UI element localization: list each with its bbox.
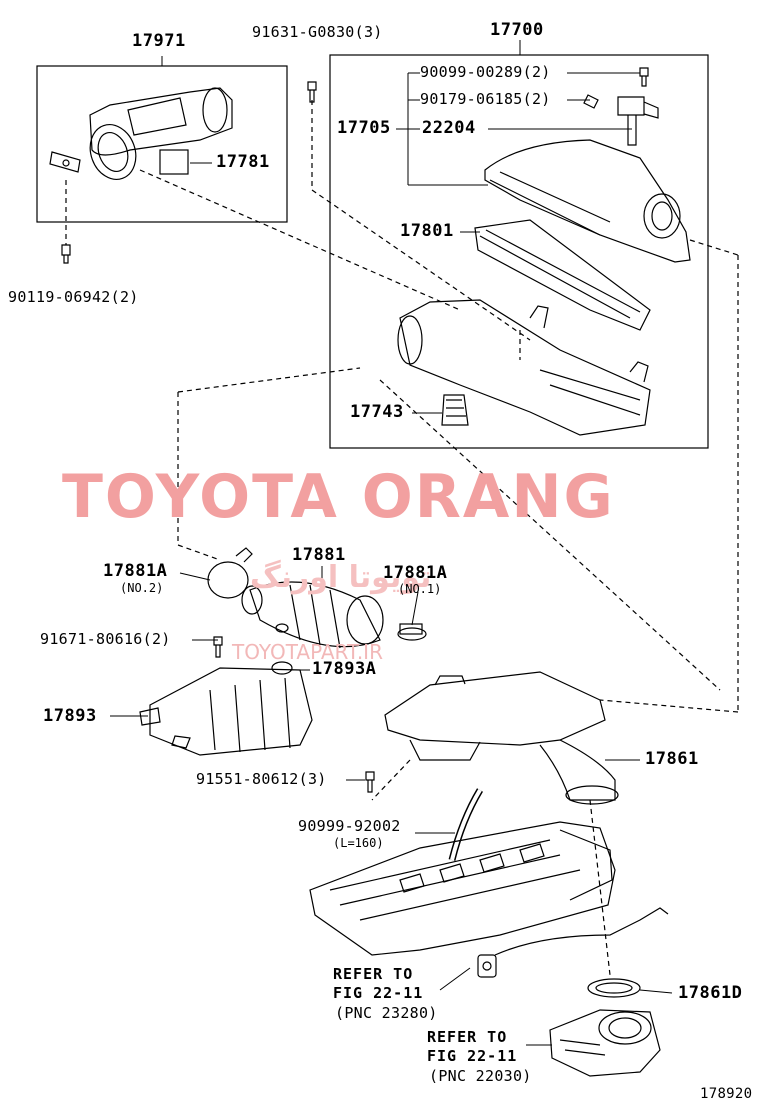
label-91551: 91551-80612(3) bbox=[196, 770, 327, 788]
label-22204: 22204 bbox=[422, 118, 476, 138]
label-90119: 90119-06942(2) bbox=[8, 288, 139, 306]
block-17781 bbox=[159, 149, 189, 175]
air-cleaner-case bbox=[397, 299, 651, 436]
watermark-arabic: تویوتا اورنگ bbox=[250, 560, 432, 595]
filter-element-17801 bbox=[474, 219, 651, 331]
cylinder-head-cover bbox=[309, 821, 616, 956]
label-17700: 17700 bbox=[490, 20, 544, 40]
refer-1-line2[interactable]: FIG 22-11 bbox=[333, 984, 424, 1002]
figure-number: 178920 bbox=[700, 1086, 753, 1102]
gasket-17861d-inner bbox=[595, 982, 633, 994]
ring-17893a bbox=[271, 661, 293, 675]
sensor-wire bbox=[477, 907, 669, 978]
label-17705: 17705 bbox=[337, 118, 391, 138]
label-17881a-no1: 17881A bbox=[383, 563, 448, 583]
label-17881a-no1-sub: (NO.1) bbox=[398, 582, 442, 596]
label-17893a: 17893A bbox=[312, 659, 377, 679]
label-17781: 17781 bbox=[216, 152, 270, 172]
clamp-tab bbox=[235, 547, 253, 563]
label-17743: 17743 bbox=[350, 402, 404, 422]
label-90999: 90999-92002 bbox=[298, 817, 401, 835]
refer-1-line3: (PNC 23280) bbox=[335, 1004, 438, 1022]
air-cleaner-cover-17705 bbox=[484, 139, 691, 263]
label-17881a-no2-sub: (NO.2) bbox=[120, 581, 164, 595]
sensor-22204 bbox=[617, 96, 659, 146]
hose-17743 bbox=[441, 394, 469, 426]
label-17801: 17801 bbox=[400, 221, 454, 241]
label-17893: 17893 bbox=[43, 706, 97, 726]
assembly-lines bbox=[65, 100, 739, 976]
air-inlet-17861 bbox=[384, 671, 619, 805]
throttle-body bbox=[549, 1009, 661, 1077]
label-17881a-no2: 17881A bbox=[103, 561, 168, 581]
refer-2-line1[interactable]: REFER TO bbox=[427, 1028, 508, 1046]
label-91671: 91671-80616(2) bbox=[40, 630, 171, 648]
label-90999-sub: (L=160) bbox=[333, 836, 384, 850]
label-17861: 17861 bbox=[645, 749, 699, 769]
refer-1-line1[interactable]: REFER TO bbox=[333, 965, 414, 983]
label-17971: 17971 bbox=[132, 31, 186, 51]
label-91631: 91631-G0830(3) bbox=[252, 23, 383, 41]
bolts bbox=[61, 67, 649, 793]
box-17700 bbox=[329, 54, 709, 449]
box-17971 bbox=[36, 65, 288, 223]
clamp-17881a-no2 bbox=[207, 561, 249, 599]
intake-duct-17971 bbox=[49, 87, 233, 180]
label-17861d: 17861D bbox=[678, 983, 743, 1003]
label-90099-a: 90099-00289(2) bbox=[420, 63, 551, 81]
label-17881: 17881 bbox=[292, 545, 346, 565]
watermark-main: TOYOTA ORANG bbox=[62, 462, 615, 532]
gasket-17861d bbox=[587, 978, 641, 998]
intake-hose-17881 bbox=[241, 581, 384, 649]
hose-90999-inner bbox=[450, 788, 482, 861]
clamp-17881a-no1 bbox=[397, 623, 427, 641]
refer-2-line3: (PNC 22030) bbox=[429, 1067, 532, 1085]
clip-90179 bbox=[583, 94, 599, 109]
resonator-17893 bbox=[139, 667, 313, 756]
label-90179: 90179-06185(2) bbox=[420, 90, 551, 108]
leader-lines bbox=[110, 40, 673, 1046]
watermark-site: TOYOTAPART.IR bbox=[232, 640, 383, 664]
refer-2-line2[interactable]: FIG 22-11 bbox=[427, 1047, 518, 1065]
